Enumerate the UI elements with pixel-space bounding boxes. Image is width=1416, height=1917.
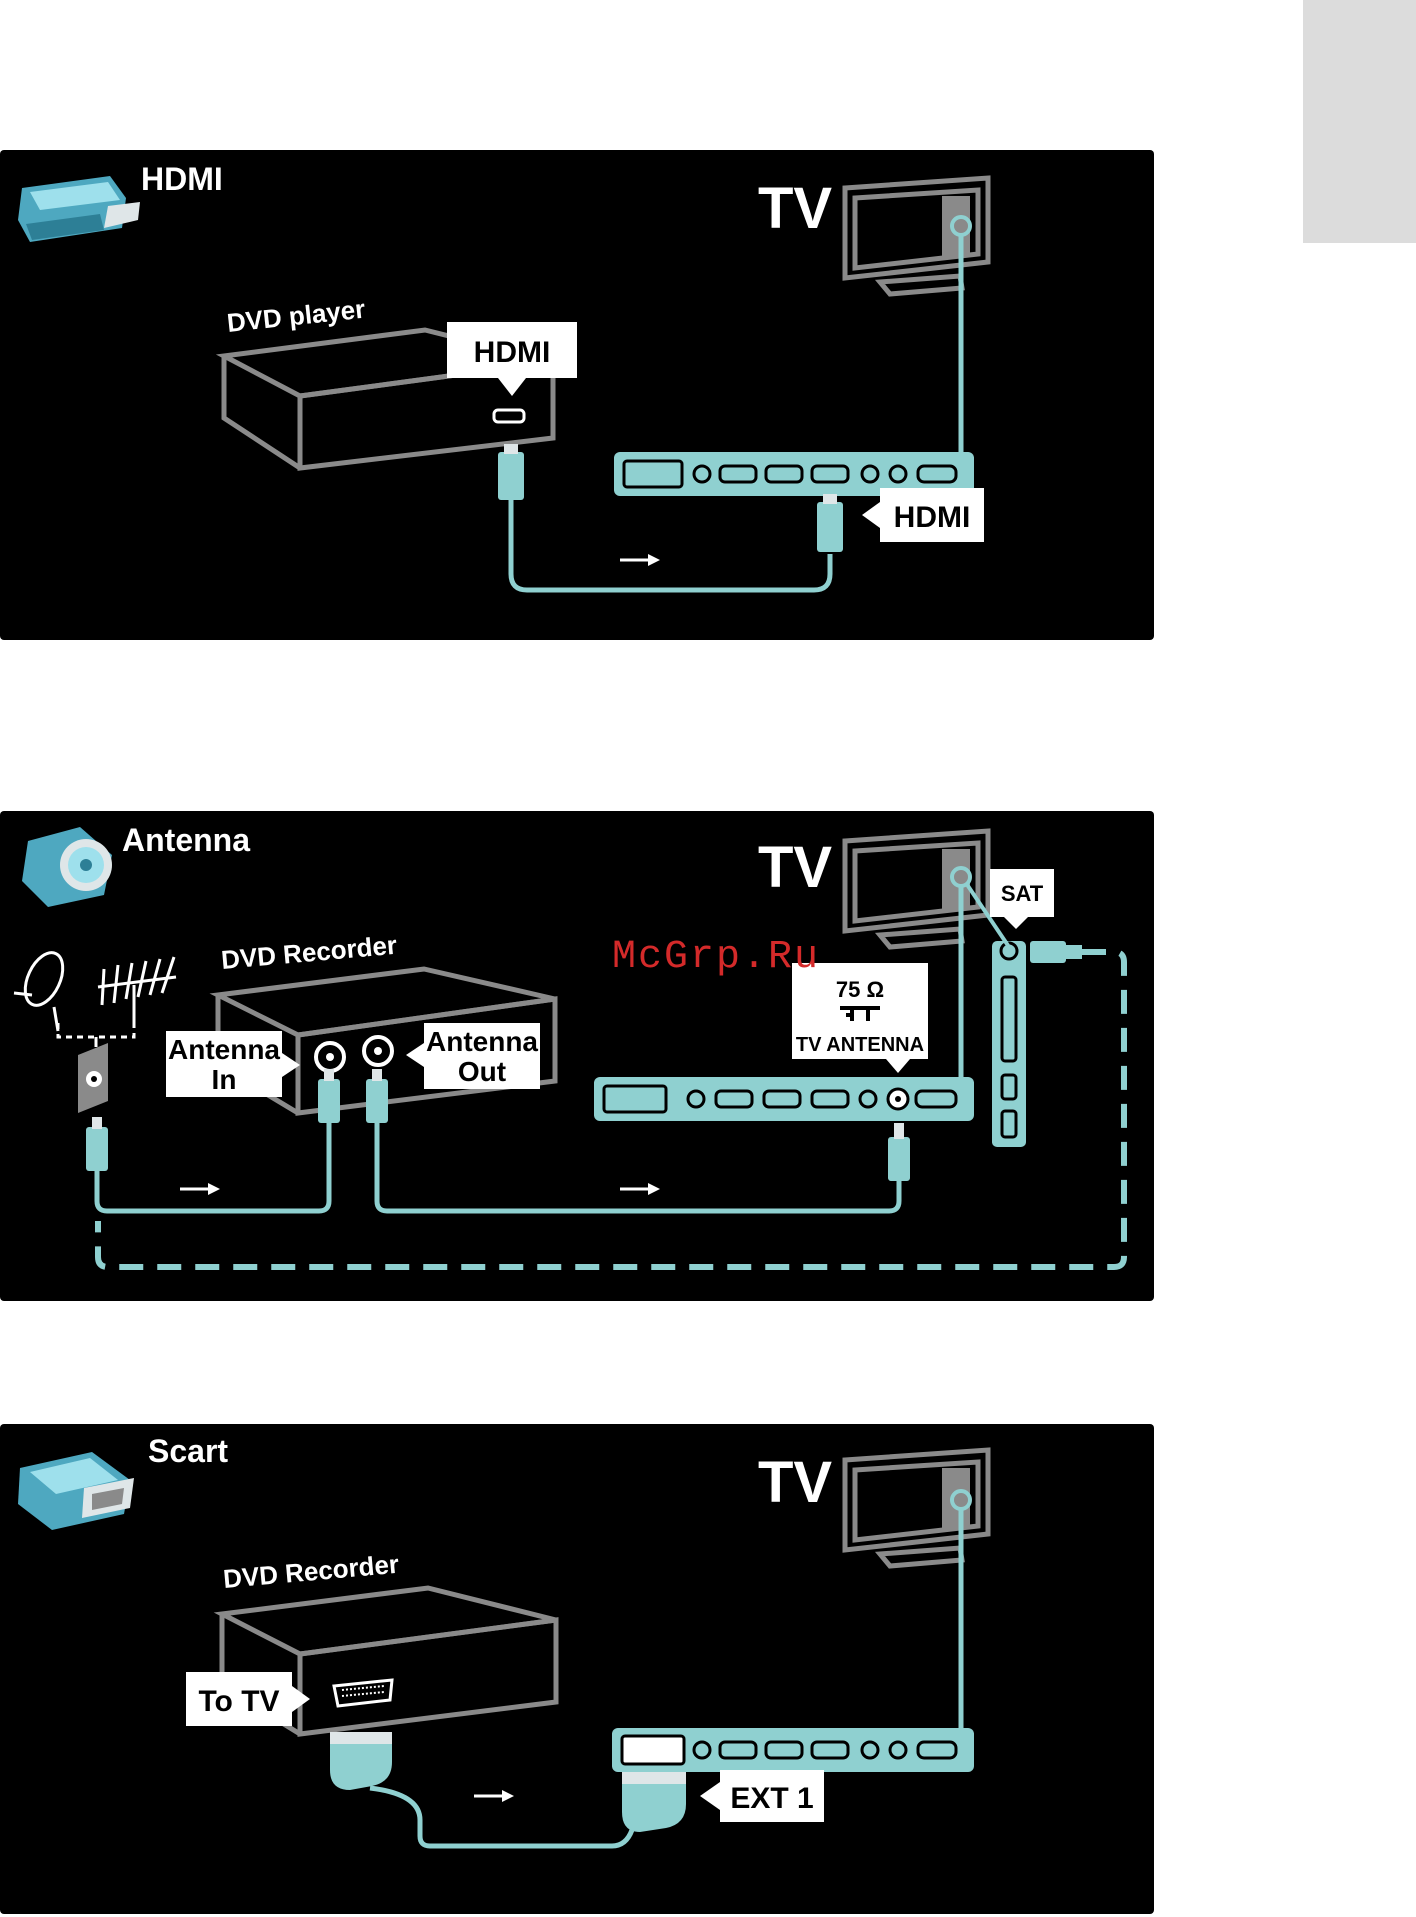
- aerial-antenna-icon: [98, 957, 176, 1023]
- tv-connector-strip: [612, 1728, 974, 1772]
- watermark: McGrp.Ru: [612, 935, 820, 980]
- tv-label: TV: [758, 835, 832, 900]
- tv-label: TV: [758, 1450, 832, 1515]
- sat-label: SAT: [1001, 881, 1044, 906]
- page-side-tab: [1303, 0, 1416, 243]
- tv-side-connector-strip: [992, 941, 1026, 1147]
- ohm-label: 75 Ω: [836, 977, 884, 1002]
- signal-arrow-icon: [474, 1790, 514, 1802]
- ext1-label: EXT 1: [730, 1782, 813, 1815]
- to-tv-label: To TV: [198, 1685, 279, 1718]
- tv-antenna-label: TV ANTENNA: [796, 1034, 924, 1056]
- signal-arrow-icon: [180, 1183, 220, 1195]
- antenna-in-label-line1: Antenna: [168, 1034, 280, 1065]
- scart-diagram-panel: Scart TV DVD Recorder To TV: [0, 1424, 1154, 1914]
- wall-to-recorder-cable: [97, 1123, 329, 1211]
- antenna-in-label-line2: In: [212, 1064, 237, 1095]
- scart-port-icon: [334, 1680, 392, 1706]
- tv-connector-strip: [594, 1077, 974, 1121]
- tv-antenna-plug: [888, 1137, 910, 1181]
- antenna-out-plug: [366, 1079, 388, 1123]
- hdmi-cable: [511, 500, 830, 590]
- device-label: DVD Recorder: [222, 1549, 400, 1594]
- tv-label: TV: [758, 176, 832, 241]
- tv-hdmi-label: HDMI: [894, 501, 971, 534]
- antenna-out-label-line2: Out: [458, 1056, 506, 1087]
- recorder-to-tv-cable: [377, 1123, 899, 1211]
- scart-connector-icon: [18, 1452, 134, 1530]
- antenna-connector-icon: [22, 827, 112, 907]
- tv-connector-panel: [942, 1468, 970, 1528]
- sat-plug: [1030, 941, 1066, 963]
- tv-connector-panel: [942, 849, 970, 909]
- scart-title: Scart: [148, 1433, 228, 1469]
- scart-plug-tv: [622, 1772, 686, 1832]
- hdmi-connector-icon: [18, 176, 140, 242]
- antenna-diagram-panel: Antenna TV SAT DVD Recorder Antenna In A…: [0, 811, 1154, 1301]
- hdmi-plug-device: [498, 452, 524, 500]
- hdmi-title: HDMI: [141, 161, 223, 197]
- signal-arrow-icon: [620, 554, 660, 566]
- antenna-diagram: Antenna TV SAT DVD Recorder Antenna In A…: [0, 811, 1154, 1301]
- signal-arrow-icon: [620, 1183, 660, 1195]
- device-label: DVD Recorder: [220, 930, 398, 975]
- wall-socket-icon: [78, 1043, 108, 1113]
- antenna-title: Antenna: [122, 822, 250, 858]
- hdmi-plug-tv: [817, 502, 843, 552]
- satellite-dish-icon: [14, 947, 70, 1031]
- device-hdmi-label: HDMI: [474, 336, 551, 369]
- hdmi-diagram: HDMI TV DVD player HDMI: [0, 150, 1154, 640]
- scart-plug-device: [330, 1732, 392, 1790]
- device-hdmi-port-icon: [494, 410, 524, 422]
- device-label: DVD player: [225, 294, 366, 338]
- wall-plug: [86, 1127, 108, 1171]
- scart-diagram: Scart TV DVD Recorder To TV: [0, 1424, 1154, 1914]
- hdmi-diagram-panel: HDMI TV DVD player HDMI: [0, 150, 1154, 640]
- antenna-in-plug: [318, 1079, 340, 1123]
- tv-connector-panel: [942, 196, 970, 256]
- antenna-out-label-line1: Antenna: [426, 1026, 538, 1057]
